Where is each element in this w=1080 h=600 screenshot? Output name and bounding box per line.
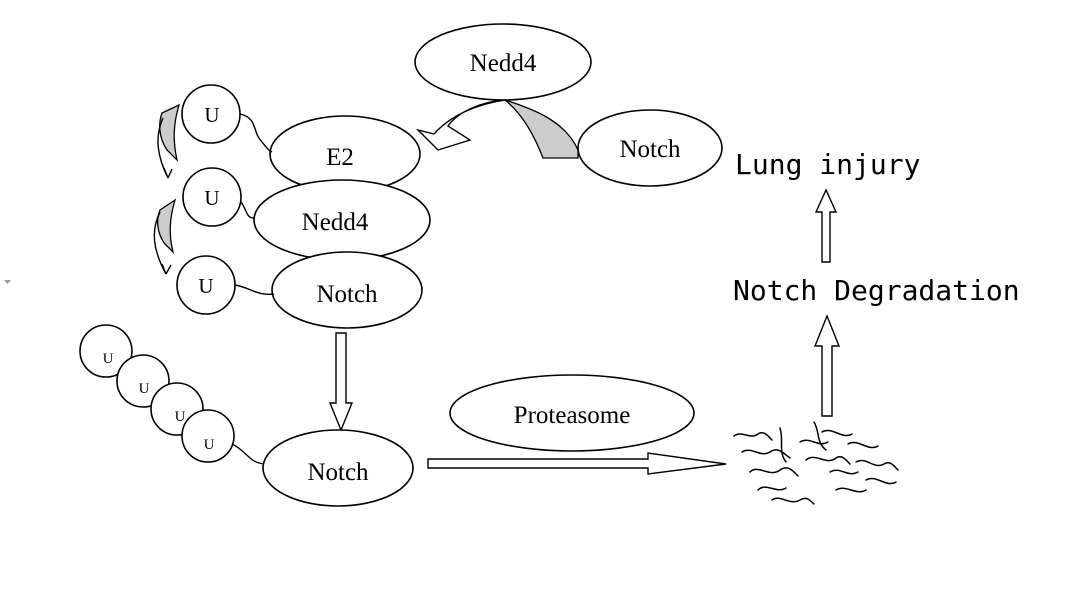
notch-degradation-label: Notch Degradation — [733, 274, 1020, 307]
tether-e2 — [239, 113, 273, 153]
right-arrow — [427, 452, 727, 475]
transfer-arrow-lower — [153, 211, 172, 275]
notch-right-label: Notch — [619, 136, 681, 163]
polyubiquitin-1-label: U — [103, 351, 114, 367]
polyubiquitin-4 — [181, 409, 235, 463]
transfer-wedge-upper — [159, 103, 181, 163]
lung-injury-label: Lung injury — [735, 148, 920, 181]
tether-polyubiquitin — [231, 443, 265, 465]
up-arrow-lung-injury — [814, 188, 838, 263]
notch-mid-label: Notch — [316, 281, 378, 308]
ubiquitin-nedd4 — [182, 167, 242, 227]
up-arrow-degradation — [813, 314, 841, 417]
e2-label: E2 — [326, 144, 354, 171]
curved-transfer-arrow — [415, 99, 506, 151]
polyubiquitin-2-label: U — [139, 381, 150, 397]
notch-bottom-label: Notch — [307, 459, 369, 486]
proteasome-node — [449, 374, 695, 452]
caret-down-icon — [4, 280, 11, 284]
tether-nedd4 — [240, 201, 255, 219]
polyubiquitin-1 — [79, 324, 133, 378]
notch-right-node — [577, 109, 723, 187]
ubiquitin-notch-label: U — [198, 274, 213, 298]
notch-bottom-node — [262, 429, 414, 507]
tether-notch — [234, 284, 275, 296]
proteasome-label: Proteasome — [514, 402, 631, 429]
polyubiquitin-4-label: U — [204, 437, 215, 453]
transfer-wedge-lower — [157, 198, 177, 255]
ubiquitin-e2-label: U — [204, 103, 219, 127]
nedd4-top-label: Nedd4 — [470, 50, 537, 77]
ubiquitin-nedd4-label: U — [204, 186, 219, 210]
degraded-fragments — [733, 421, 899, 505]
binding-wedge — [504, 99, 579, 159]
transfer-arrow-upper — [157, 117, 173, 179]
polyubiquitin-3-label: U — [175, 409, 186, 425]
down-arrow — [328, 332, 354, 432]
notch-mid-node — [271, 251, 423, 329]
nedd4-mid-label: Nedd4 — [302, 209, 369, 236]
